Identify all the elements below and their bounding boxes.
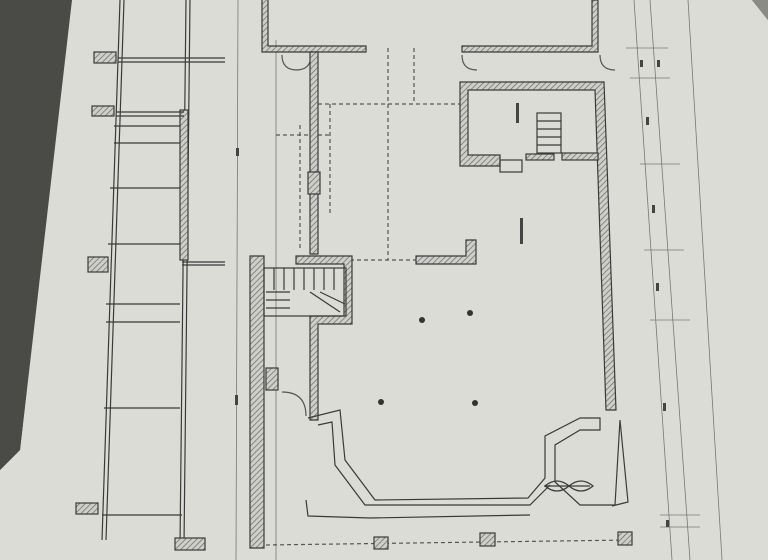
top-room-walls: [261, 0, 616, 71]
left-corridor: [101, 0, 225, 546]
columns-bottom: [373, 531, 633, 550]
bar-counter: [305, 409, 629, 519]
stair-left: [263, 267, 347, 317]
upper-right-room: [459, 81, 617, 411]
columns-left: [75, 51, 206, 551]
center-partition: [307, 51, 477, 265]
stair-core-left: [249, 255, 353, 549]
stair-upper-right: [536, 112, 562, 154]
illegible-labels: [235, 60, 669, 527]
hidden-lines: [265, 48, 631, 546]
hall-column-markers: [378, 310, 478, 406]
